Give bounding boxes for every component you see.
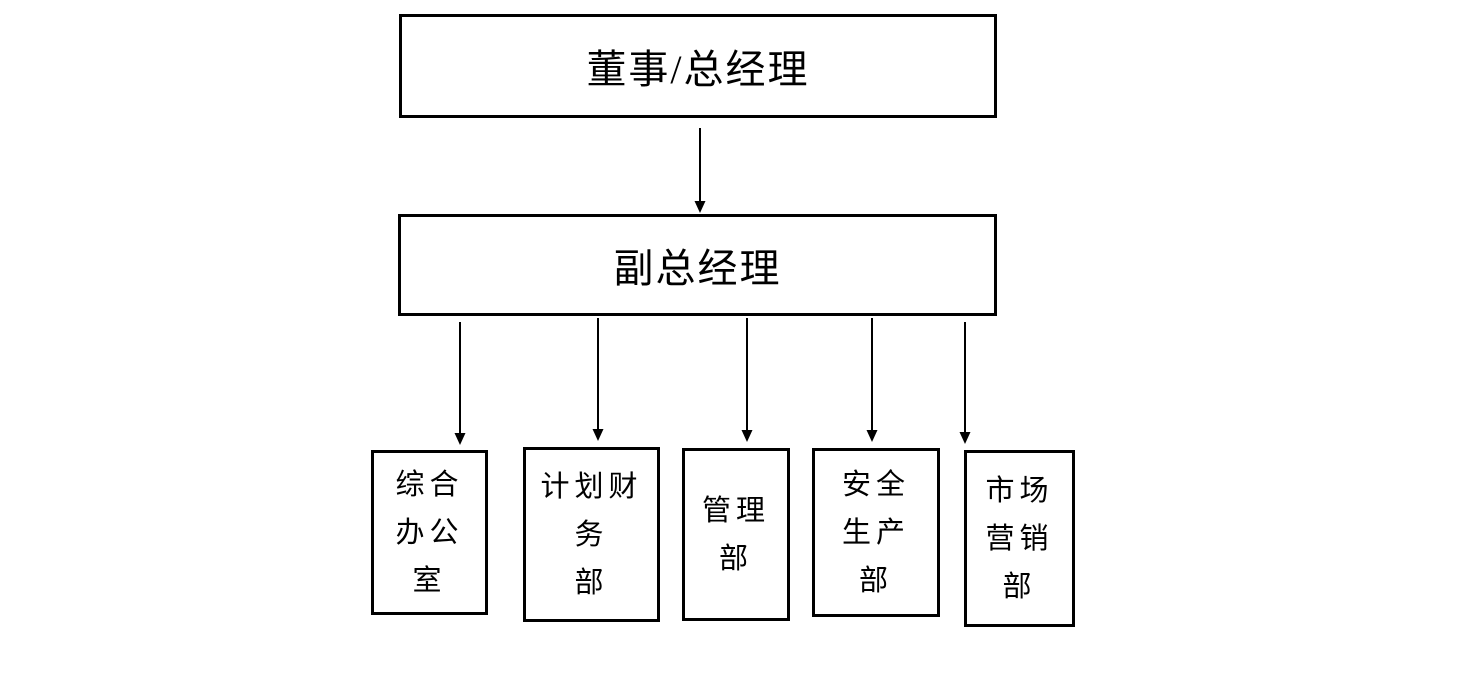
- org-node-dept-planning-finance: 计划财务 部: [523, 447, 660, 622]
- dept-label-line: 办公: [395, 516, 464, 549]
- connector-root-to-vice: [694, 128, 706, 213]
- dept-label-line: 部: [858, 564, 893, 597]
- dept-label-line: 生产: [841, 516, 910, 549]
- org-node-dept-general-office: 综合 办公 室: [371, 450, 488, 615]
- connector-vice-to-dept-2: [592, 318, 604, 441]
- dept-label-line: 计划财务: [540, 470, 643, 551]
- org-node-root: 董事/总经理: [399, 14, 997, 118]
- connector-vice-to-dept-3: [741, 318, 753, 442]
- dept-label-line: 安全: [841, 468, 910, 501]
- org-node-vice: 副总经理: [398, 214, 997, 316]
- dept-label-line: 市场: [985, 474, 1054, 507]
- dept-label-line: 部: [718, 542, 753, 575]
- dept-label-line: 管理: [701, 494, 770, 527]
- dept-label-line: 部: [1002, 570, 1037, 603]
- connector-vice-to-dept-4: [866, 318, 878, 442]
- dept-label-line: 部: [574, 566, 609, 599]
- org-node-dept-management: 管理 部: [682, 448, 790, 621]
- dept-label-line: 室: [412, 564, 447, 597]
- org-node-dept-safety-production: 安全 生产 部: [812, 448, 940, 617]
- dept-label-line: 综合: [395, 468, 464, 501]
- dept-label-line: 营销: [985, 522, 1054, 555]
- org-node-dept-marketing: 市场 营销 部: [964, 450, 1075, 627]
- connector-vice-to-dept-5: [959, 322, 971, 444]
- connector-vice-to-dept-1: [454, 322, 466, 445]
- org-node-vice-label: 副总经理: [613, 246, 782, 291]
- org-node-root-label: 董事/总经理: [586, 47, 810, 92]
